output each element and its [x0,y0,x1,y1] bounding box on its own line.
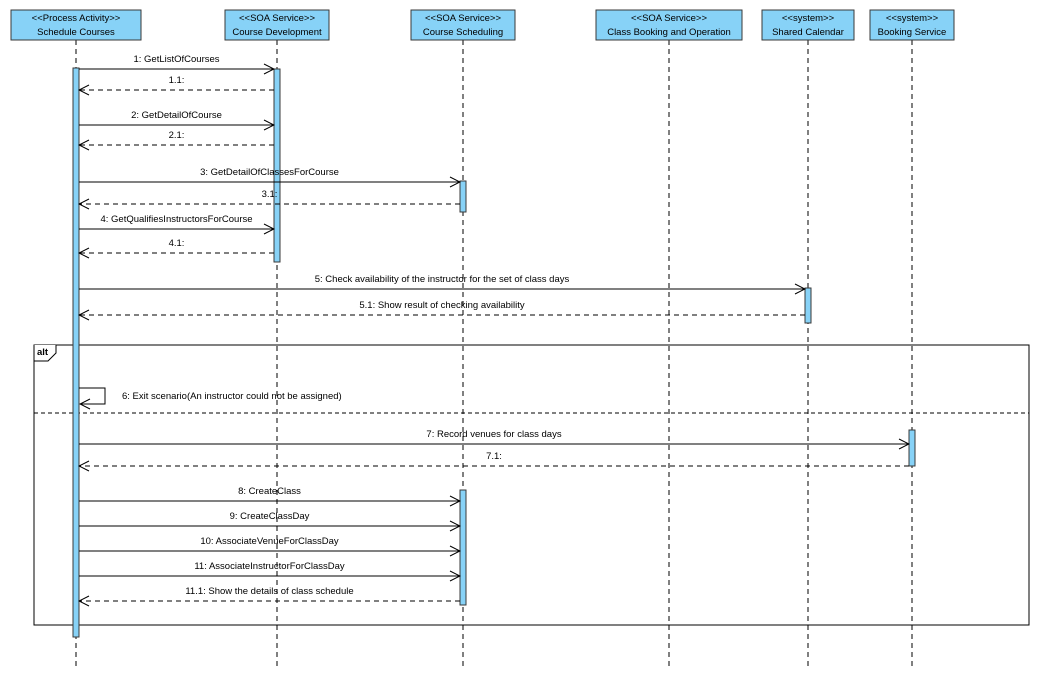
message-label: 3.1: [262,189,278,200]
message-4: 2.1: [79,130,274,145]
message-label: 10: AssociateVenueForClassDay [200,536,339,547]
alt-fragment-operator: alt [37,347,49,358]
message-17: 11: AssociateInstructorForClassDay [79,561,460,576]
participant-stereotype: <<SOA Service>> [425,13,501,24]
activation-bar-schedule [72,67,80,638]
message-label: 4.1: [169,238,185,249]
participant-box [10,9,142,41]
activation-bar-booking_service [908,429,916,467]
message-14: 8: CreateClass [79,486,460,501]
message-label: 6: Exit scenario(An instructor could not… [122,391,342,402]
message-10: 5.1: Show result of checking availabilit… [79,300,805,315]
alt-fragment: alt [33,344,1030,626]
message-18: 11.1: Show the details of class schedule [79,586,460,601]
activation-bar-scheduling [459,489,467,606]
message-label: 5.1: Show result of checking availabilit… [359,300,525,311]
participant-booking_op[interactable]: <<SOA Service>> Class Booking and Operati… [595,9,743,41]
participant-stereotype: <<system>> [886,13,939,24]
message-label: 8: CreateClass [238,486,301,497]
participant-box [761,9,855,41]
message-5: 3: GetDetailOfClassesForCourse [79,167,460,182]
alt-fragment-frame [33,344,1030,626]
self-message-arrow [79,387,106,404]
participant-headers: <<Process Activity>> Schedule Courses <<SO… [10,9,955,41]
participant-box [224,9,330,41]
message-label: 11.1: Show the details of class schedule [185,586,353,597]
activation-bars [72,67,916,638]
participant-name: Class Booking and Operation [607,27,731,38]
message-12: 7: Record venues for class days [79,429,909,444]
message-7: 4: GetQualifiesInstructorsForCourse [79,214,274,229]
participant-box [410,9,516,41]
activation-bar-scheduling [459,180,467,213]
message-label: 4: GetQualifiesInstructorsForCourse [100,214,252,225]
message-3: 2: GetDetailOfCourse [79,110,274,125]
message-label: 3: GetDetailOfClassesForCourse [200,167,339,178]
message-label: 9: CreateClassDay [230,511,310,522]
participant-stereotype: <<system>> [782,13,835,24]
message-label: 7.1: [486,451,502,462]
messages: 1: GetListOfCourses 1.1: 2: GetDetailOfCou… [79,54,909,601]
message-label: 2.1: [169,130,185,141]
participant-box [595,9,743,41]
participant-stereotype: <<SOA Service>> [631,13,707,24]
message-label: 2: GetDetailOfCourse [131,110,222,121]
participant-box [869,9,955,41]
message-2: 1.1: [79,75,274,90]
message-label: 5: Check availability of the instructor … [315,274,570,285]
participant-scheduling[interactable]: <<SOA Service>> Course Scheduling [410,9,516,41]
message-label: 1: GetListOfCourses [133,54,219,65]
participant-schedule[interactable]: <<Process Activity>> Schedule Courses [10,9,142,41]
message-13: 7.1: [79,451,909,466]
participant-name: Course Development [232,27,322,38]
message-8: 4.1: [79,238,274,253]
activation-bar-calendar [804,287,812,324]
message-6: 3.1: [79,189,460,204]
message-1: 1: GetListOfCourses [79,54,274,69]
message-label: 1.1: [169,75,185,86]
message-16: 10: AssociateVenueForClassDay [79,536,460,551]
participant-name: Course Scheduling [423,27,503,38]
participant-name: Schedule Courses [37,27,115,38]
participant-stereotype: <<SOA Service>> [239,13,315,24]
message-label: 11: AssociateInstructorForClassDay [194,561,345,572]
participant-name: Booking Service [878,27,947,38]
participant-stereotype: <<Process Activity>> [32,13,121,24]
message-11: 6: Exit scenario(An instructor could not… [79,387,342,404]
message-label: 7: Record venues for class days [426,429,561,440]
message-9: 5: Check availability of the instructor … [79,274,805,289]
participant-name: Shared Calendar [772,27,844,38]
participant-calendar[interactable]: <<system>> Shared Calendar [761,9,855,41]
activation-bar-development [273,68,281,263]
alt-fragment-tab [33,345,57,362]
participant-booking_service[interactable]: <<system>> Booking Service [869,9,955,41]
participant-development[interactable]: <<SOA Service>> Course Development [224,9,330,41]
message-15: 9: CreateClassDay [79,511,460,526]
